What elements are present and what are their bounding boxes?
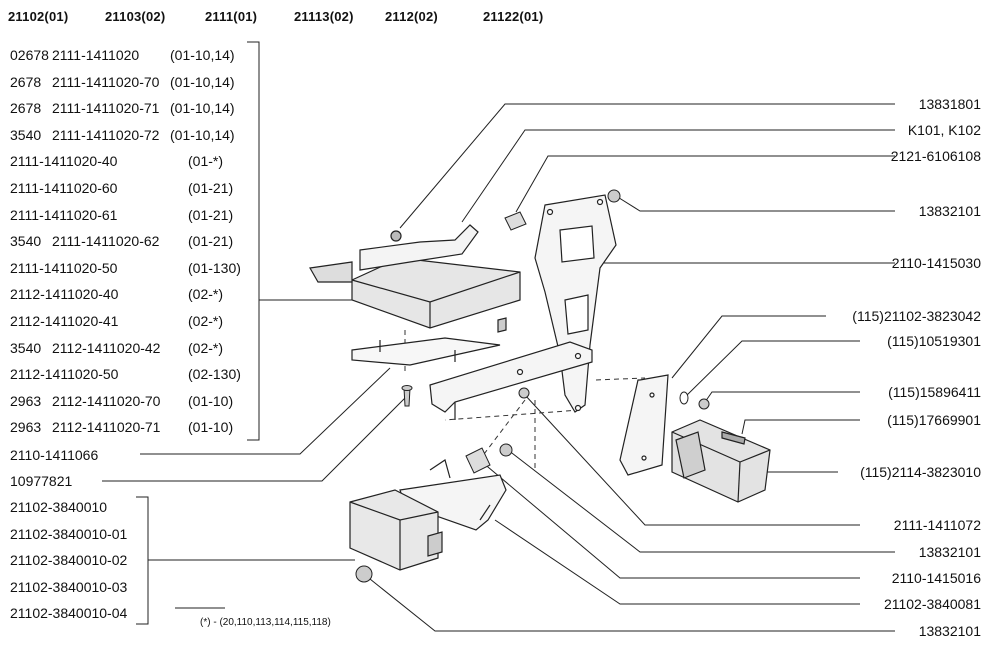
list-item-condition: (01-130) <box>188 259 241 276</box>
relay-list-bracket <box>136 496 149 625</box>
part-label: 13832101 <box>918 203 981 219</box>
list-item-condition: (02-*) <box>188 286 224 303</box>
leader-17669901 <box>741 419 860 435</box>
list-item-condition: (01-10) <box>188 392 234 409</box>
list-item-part: 2112-1411020-50 <box>10 366 119 383</box>
horizontal-bracket <box>429 341 593 420</box>
main-bracket <box>534 194 617 413</box>
leader-2111-1411072 <box>524 394 860 526</box>
list-item-part: 2112-1411020-71 <box>52 419 161 436</box>
header-code: 21113(02) <box>294 9 354 24</box>
list-item-condition: (01-10) <box>188 419 234 436</box>
list-item-condition: (02-*) <box>188 339 224 356</box>
leader-10977821 <box>102 397 406 482</box>
leader-21102-3840081 <box>494 519 860 605</box>
leader-13832101 <box>615 195 895 212</box>
list-item-prefix: 3540 <box>10 233 42 250</box>
list-item-part: 2111-1411020-71 <box>52 100 160 117</box>
relay-list-item: 21102-3840010-03 <box>10 578 128 595</box>
list-item-part: 2111-1411020-72 <box>52 126 160 143</box>
list-item-condition: (02-*) <box>188 313 224 329</box>
part-label: 2111-1411072 <box>893 517 981 533</box>
list-item-part: 2112-1411020-70 <box>52 392 161 409</box>
control-module <box>671 419 771 503</box>
leader-13831801 <box>399 103 895 229</box>
leader-2110-1411066 <box>140 367 391 455</box>
screw <box>401 385 413 407</box>
part-label: (115)21102-3823042 <box>852 308 981 324</box>
list-item-part: 2112-1411020-42 <box>52 339 161 356</box>
list-item-part: 2111-1411020-40 <box>10 153 118 170</box>
list-item-part: 2111-1411020-70 <box>52 73 160 90</box>
part-label: 21102-3840081 <box>883 596 981 612</box>
ecu-unit <box>309 224 521 333</box>
list-item-part: 2112-1411020-40 <box>10 286 119 303</box>
list-item-prefix: 2963 <box>10 392 42 409</box>
ecu-bracket <box>351 337 501 366</box>
list-item-prefix: 2678 <box>10 100 42 117</box>
list-item-condition: (01-21) <box>188 180 234 196</box>
list-item-part: 2111-1411020-60 <box>10 180 118 196</box>
list-item-condition: (01-10,14) <box>170 100 235 117</box>
leader-10519301 <box>683 340 860 399</box>
list-item-condition: (01-10,14) <box>170 47 235 63</box>
part-label: 13831801 <box>918 96 981 112</box>
list-item-prefix: 3540 <box>10 339 42 356</box>
part-label: 13832101 <box>918 544 981 560</box>
part-label: K101, K102 <box>907 122 981 138</box>
part-label: 13832101 <box>918 623 981 639</box>
list-item-part: 2111-1411020-62 <box>52 233 160 250</box>
header-code: 2112(02) <box>385 9 438 24</box>
leader-13832101-c <box>364 574 895 632</box>
list-item-condition: (01-21) <box>188 206 234 223</box>
leader-13832101-b <box>507 449 895 553</box>
leader-3823042 <box>671 315 826 379</box>
leader-2110-1415016 <box>481 461 860 579</box>
part-label: (115)15896411 <box>888 384 981 400</box>
leader-2110-1415030 <box>597 262 895 269</box>
relay-list-item: 21102-3840010 <box>10 499 108 515</box>
list-item-part: 2111-1411020-50 <box>10 259 118 276</box>
relay-box <box>349 489 443 571</box>
list-item-condition: (01-*) <box>188 153 224 170</box>
list-item-part: 2111-1411020-61 <box>10 206 118 223</box>
list-item-condition: (02-130) <box>188 366 241 383</box>
bushing <box>465 211 527 474</box>
module-plate <box>619 374 669 476</box>
leader-15896411 <box>704 391 860 403</box>
relay-list-item: 21102-3840010-04 <box>10 605 128 621</box>
relay-list-item: 21102-3840010-02 <box>10 552 128 568</box>
list-item-condition: (01-10,14) <box>170 126 235 143</box>
footnote: (*) - (20,110,113,114,115,118) <box>200 617 331 628</box>
header-code: 21122(01) <box>483 9 544 24</box>
list-item-prefix: 02678 <box>10 47 49 63</box>
relay-list-item: 21102-3840010-01 <box>10 525 128 542</box>
leader-k101 <box>461 129 895 223</box>
leader-2121-6106108 <box>515 155 895 213</box>
list-item-condition: (01-10,14) <box>170 73 235 90</box>
list-item-part: 2111-1411020 <box>52 47 140 63</box>
part-number: 2110-1411066 <box>10 447 99 463</box>
part-label: (115)2114-3823010 <box>860 464 981 480</box>
part-number: 10977821 <box>10 473 73 489</box>
part-label: (115)10519301 <box>887 333 981 349</box>
header-code: 21103(02) <box>105 9 166 24</box>
list-item-prefix: 2963 <box>10 419 42 436</box>
list-item-prefix: 2678 <box>10 73 42 90</box>
part-label: 2121-6106108 <box>890 148 981 164</box>
part-label: 2110-1415016 <box>891 570 981 586</box>
list-item-prefix: 3540 <box>10 126 42 143</box>
part-label: 2110-1415030 <box>891 255 981 271</box>
washer <box>679 391 689 405</box>
header-code: 2111(01) <box>205 9 258 24</box>
nut <box>355 189 710 583</box>
list-item-part: 2112-1411020-41 <box>10 313 119 329</box>
list-item-condition: (01-21) <box>188 233 234 250</box>
part-label: (115)17669901 <box>887 412 981 428</box>
header-code: 21102(01) <box>8 9 69 24</box>
ecu-list-bracket <box>247 41 260 441</box>
